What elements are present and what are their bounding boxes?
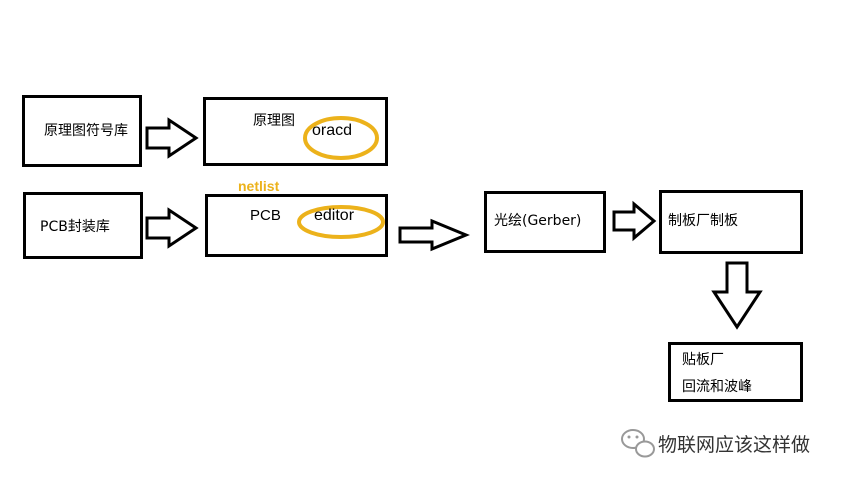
box-pcb-editor: [205, 194, 388, 257]
box-assembly: [668, 342, 803, 402]
arrow-symbol-to-schematic: [145, 117, 199, 159]
box-gerber: [484, 191, 606, 253]
label-netlist: netlist: [238, 178, 280, 194]
arrow-fab-to-assembly: [711, 261, 763, 330]
box-pcb-library: [23, 192, 143, 259]
label-gerber: 光绘(Gerber): [494, 213, 582, 229]
box-fab: [659, 190, 803, 254]
box-symbol-library: [22, 95, 142, 167]
watermark-text: 物联网应该这样做: [658, 433, 811, 456]
arrow-pcblib-to-pcb: [145, 207, 199, 249]
label-assembly-line1: 贴板厂: [682, 352, 724, 368]
watermark: 物联网应该这样做: [620, 428, 810, 458]
highlight-oracd: [303, 116, 379, 160]
label-pcb: PCB: [250, 207, 281, 224]
highlight-editor: [297, 205, 385, 239]
arrow-pcb-to-gerber: [398, 218, 470, 252]
label-editor: editor: [314, 207, 355, 224]
label-pcb-library: PCB封装库: [40, 219, 110, 235]
label-schematic: 原理图: [253, 113, 295, 129]
label-assembly-line2: 回流和波峰: [682, 379, 752, 395]
arrow-gerber-to-fab: [612, 200, 657, 242]
label-oracd: oracd: [312, 122, 353, 139]
label-symbol-library: 原理图符号库: [44, 123, 128, 139]
label-fab: 制板厂制板: [668, 213, 738, 229]
wechat-icon: [621, 429, 655, 458]
